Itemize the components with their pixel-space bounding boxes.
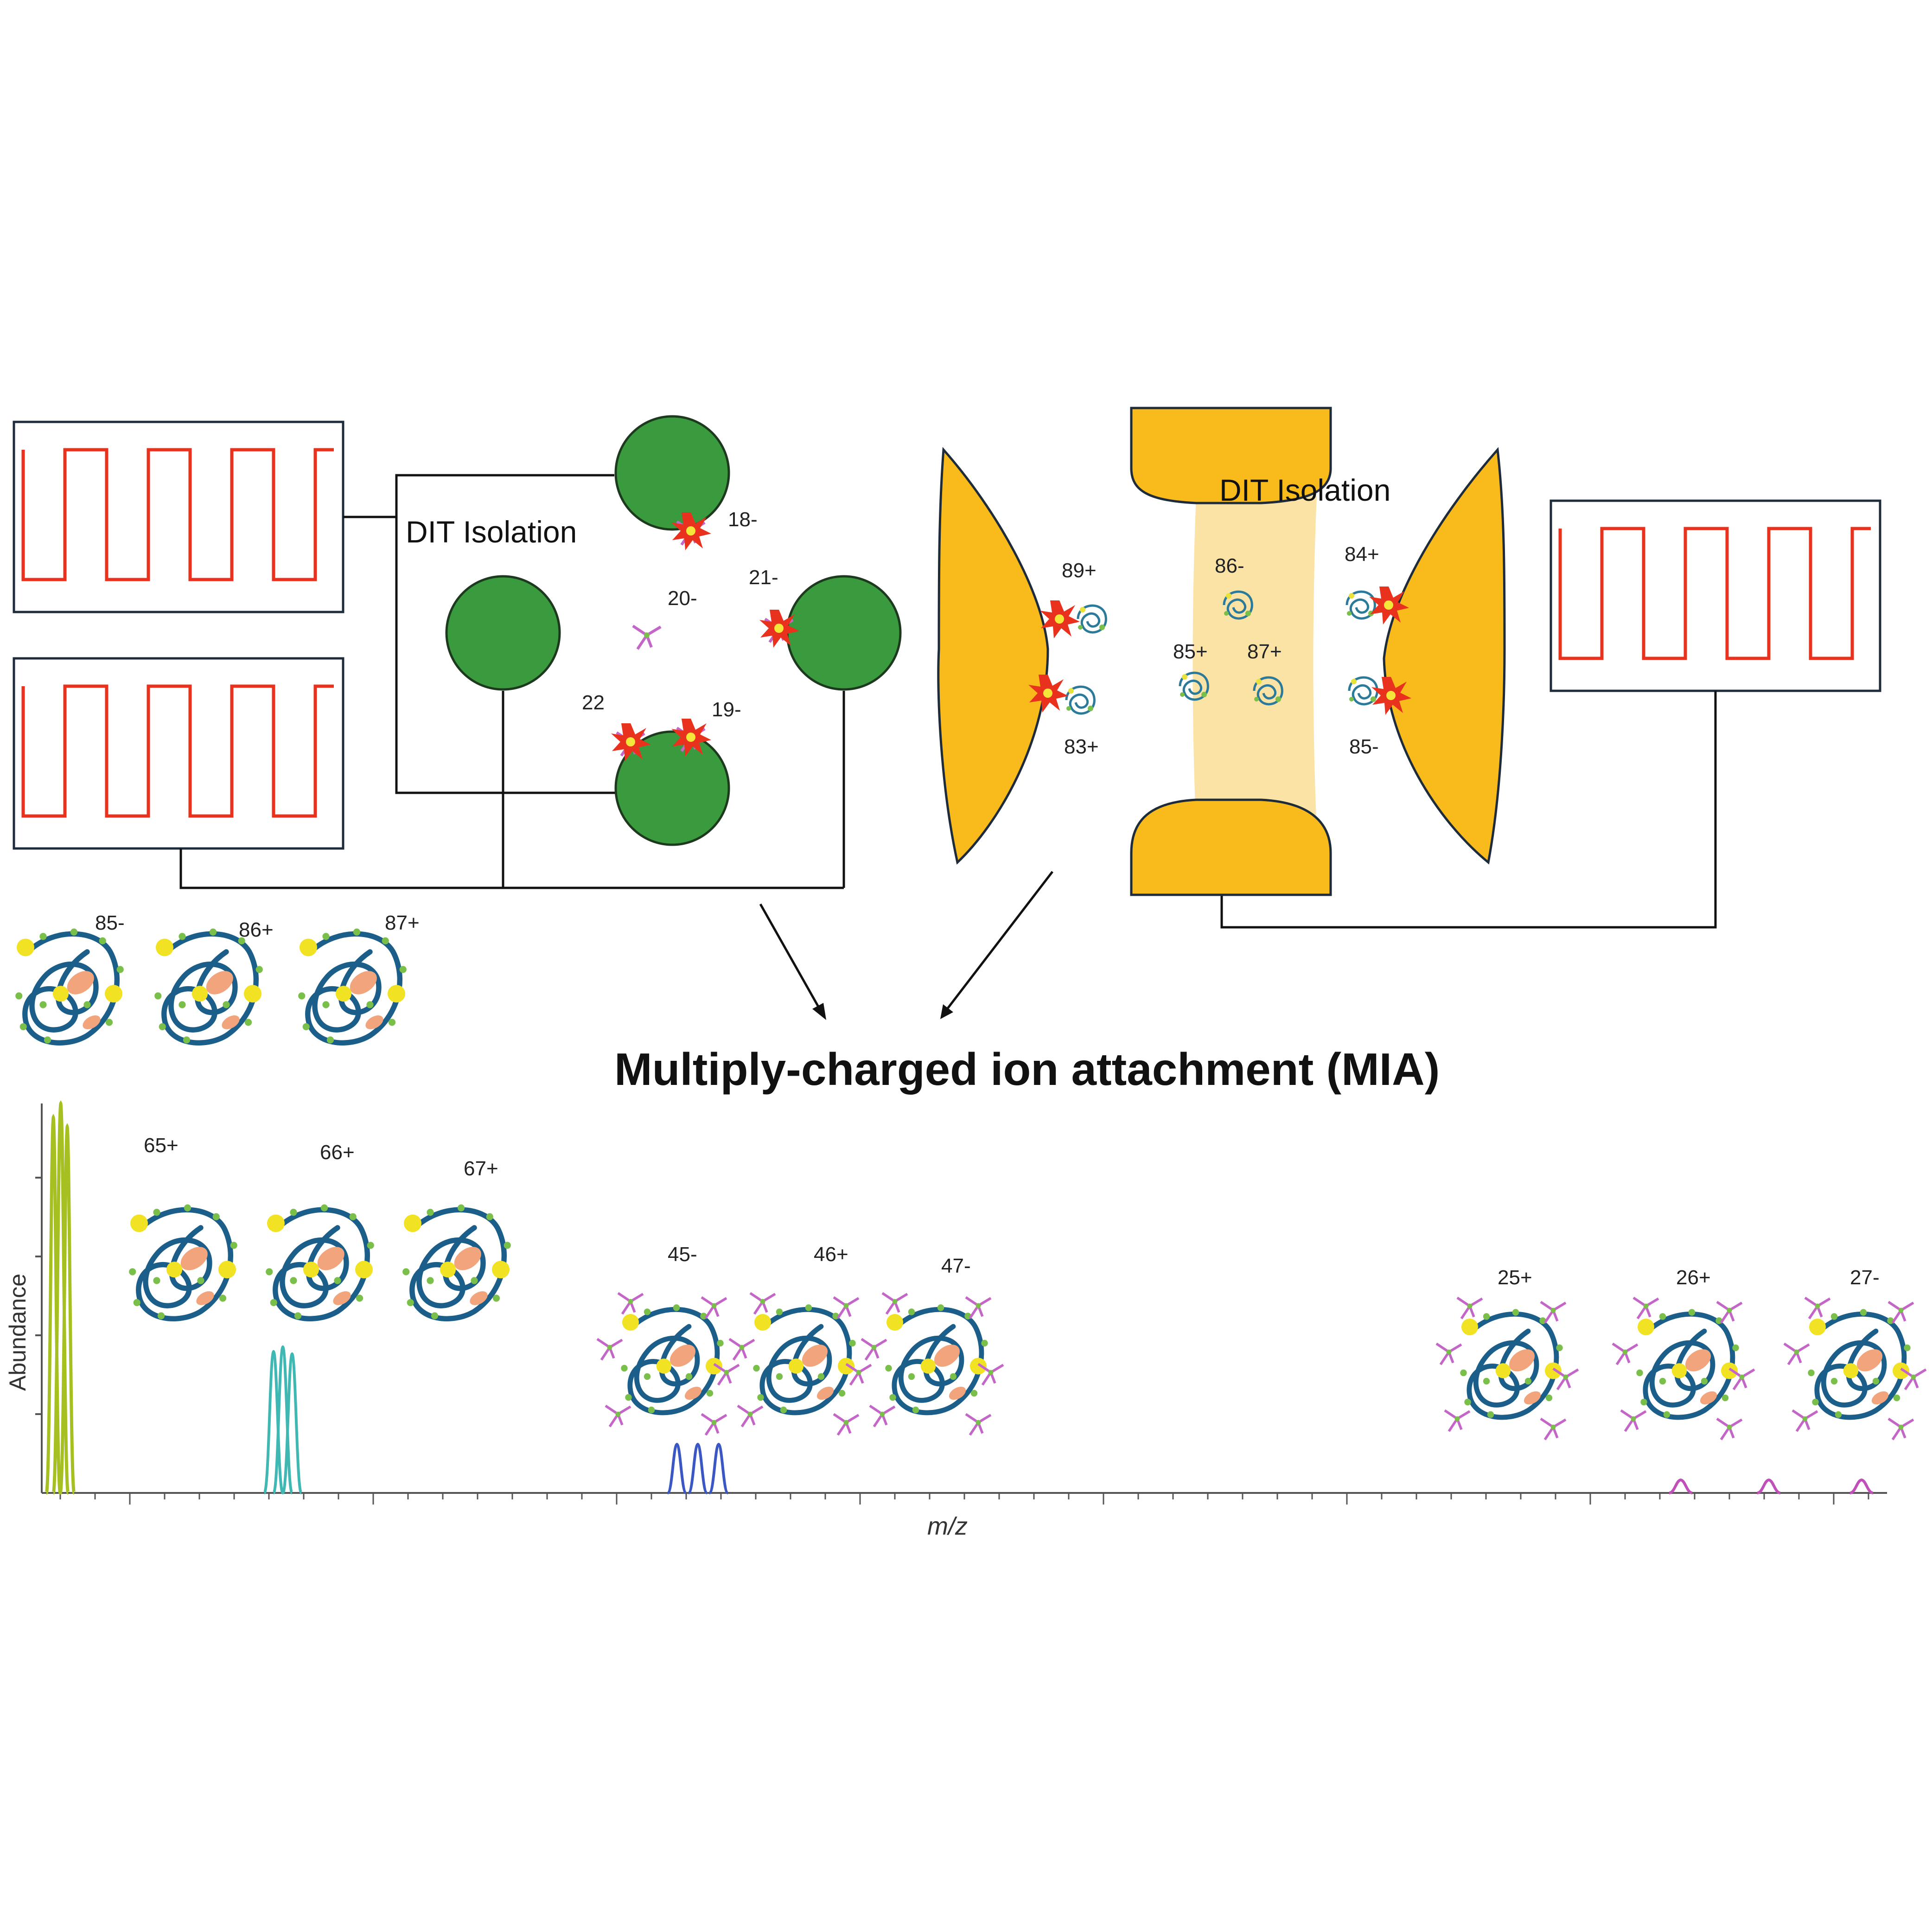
peak-group-cluster-2 [666, 1442, 729, 1494]
ion-charge-label: 85+ [1173, 640, 1208, 663]
peak [687, 1442, 708, 1494]
peak [1757, 1478, 1781, 1494]
y-axis [35, 1103, 43, 1493]
right-trap-wiring [1220, 691, 1717, 929]
product-charge-label: 47- [941, 1255, 971, 1277]
arrow-from-right-trap [940, 871, 1053, 1019]
ion-charge-label: 22 [582, 691, 605, 714]
ion-charge-label: 19- [712, 698, 741, 721]
product-charge-label: 66+ [320, 1141, 355, 1164]
peak [1849, 1478, 1874, 1494]
x-axis-label: m/z [927, 1512, 968, 1540]
ion-charge-label: 20- [668, 587, 697, 610]
product-charge-label: 65+ [144, 1134, 179, 1157]
peak [272, 1345, 293, 1494]
peak-group-precursor [45, 1100, 76, 1495]
arrow-from-left-trap [759, 903, 826, 1020]
left-waveform-generator-top [13, 421, 344, 613]
ion-charge-label: 18- [728, 508, 758, 531]
precursor-charge-label: 86+ [239, 918, 274, 941]
right-trap-ions: 89+ 83+ 86- 85+ 87+ 84+ 85- [1028, 543, 1411, 758]
ion-charge-label: 21- [749, 566, 778, 589]
peak [263, 1350, 284, 1494]
left-trap-wiring [179, 474, 845, 889]
peak [708, 1442, 729, 1494]
peak-group-cluster-1 [263, 1345, 303, 1494]
figure-title: Multiply-charged ion attachment (MIA) [614, 1044, 1440, 1095]
product-cluster-1: 65+ 66+ 67+ [129, 1134, 511, 1320]
paul-trap [937, 407, 1506, 896]
quadrupole-rods [445, 415, 902, 846]
left-trap-label: DIT Isolation [406, 515, 577, 549]
peak [58, 1122, 76, 1495]
peak [1669, 1478, 1693, 1494]
peak [51, 1100, 70, 1495]
x-axis-ticks [59, 1493, 1869, 1505]
y-axis-label: Abundance [5, 1274, 31, 1391]
right-trap-label: DIT Isolation [1219, 473, 1390, 507]
ion-charge-label: 85- [1349, 735, 1379, 758]
peak [666, 1442, 688, 1494]
precursor-charge-label: 85- [95, 912, 125, 934]
spectrum: Abundance m/z 65+ [5, 1100, 1926, 1540]
product-charge-label: 27- [1850, 1266, 1880, 1289]
precursor-ions: 85- 86+ 87+ [15, 912, 420, 1044]
product-cluster-3: 25+ 26+ 27- [1436, 1266, 1926, 1440]
ion-charge-label: 89+ [1062, 559, 1097, 582]
product-charge-label: 67+ [464, 1157, 498, 1180]
left-trap-ions: 18- 20- 21- 22 19- [582, 508, 799, 761]
peak [281, 1352, 303, 1494]
ion-charge-label: 87+ [1247, 640, 1282, 663]
ion-charge-label: 86- [1215, 555, 1244, 577]
product-charge-label: 46+ [814, 1243, 848, 1266]
peak-group-cluster-3 [1669, 1478, 1874, 1494]
ion-charge-label: 84+ [1345, 543, 1379, 566]
product-charge-label: 45- [668, 1243, 697, 1266]
ion-charge-label: 83+ [1064, 735, 1099, 758]
precursor-charge-label: 87+ [385, 912, 420, 934]
product-charge-label: 26+ [1676, 1266, 1711, 1289]
left-waveform-generator-bottom [13, 657, 344, 850]
product-cluster-2: 45- 46+ 47- [597, 1243, 1003, 1435]
right-waveform-generator [1549, 499, 1881, 692]
product-charge-label: 25+ [1498, 1266, 1532, 1289]
